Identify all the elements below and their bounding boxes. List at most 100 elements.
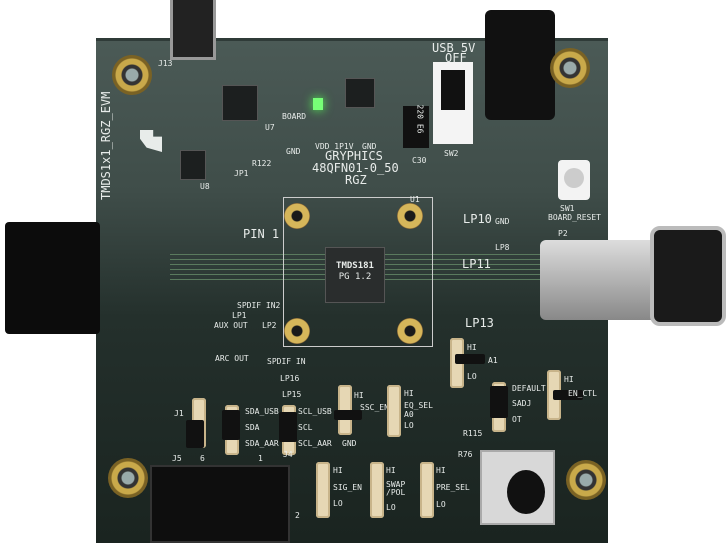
tp-lp10: LP10 xyxy=(463,212,492,226)
j11-label: PRE_SEL xyxy=(436,483,470,492)
tp-lp11: LP11 xyxy=(462,257,491,271)
connector-j5 xyxy=(150,465,290,543)
p2-label: P2 xyxy=(558,229,568,238)
j9-label: HI xyxy=(333,466,343,475)
j13-label: J13 xyxy=(158,59,173,68)
j4-label: SCL_AAR xyxy=(298,439,332,448)
j2-label: SSC_EN xyxy=(360,403,389,412)
status-led xyxy=(313,98,323,110)
pin1-label: PIN 1 xyxy=(243,227,280,241)
u7-label: U7 xyxy=(265,123,275,132)
arc-out-label: ARC OUT xyxy=(215,354,249,363)
inductor xyxy=(403,106,429,148)
j1-label: J1 xyxy=(174,409,184,418)
usb-5v-label: USB 5V xyxy=(432,41,476,55)
socket-frame xyxy=(283,197,433,347)
j2-label: HI xyxy=(354,391,364,400)
mounting-hole xyxy=(550,48,590,88)
j7-label: HI xyxy=(467,343,477,352)
socket-pad xyxy=(397,318,423,344)
j10-label: HI xyxy=(386,466,396,475)
j12-label: LO xyxy=(404,421,414,430)
r122-label: R122 xyxy=(252,159,272,168)
j12-label: HI xyxy=(404,389,414,398)
tp-gnd: GND xyxy=(495,217,510,226)
jumper-j10[interactable] xyxy=(370,462,384,518)
jumper-j12[interactable] xyxy=(387,385,401,437)
j7-label: A1 xyxy=(488,356,498,365)
tp-gnd: GND xyxy=(362,142,377,151)
r115-label: R115 xyxy=(463,429,483,438)
jumper-cap xyxy=(455,354,485,364)
c30-label: C30 xyxy=(412,156,427,165)
j14-label: EN_CTL xyxy=(568,389,597,398)
jumper-cap xyxy=(186,420,204,448)
socket-pad xyxy=(397,203,423,229)
jumper-cap xyxy=(490,386,508,418)
potentiometer-r76[interactable] xyxy=(480,450,555,525)
jumper-j11[interactable] xyxy=(420,462,434,518)
board-reset-label: BOARD_RESET xyxy=(548,213,601,222)
j4-label: SCL xyxy=(298,423,313,432)
tp-lp2: LP2 xyxy=(262,321,277,330)
usb-connector-j13 xyxy=(170,0,216,60)
chip-u4 xyxy=(345,78,375,108)
j10-label: LO xyxy=(386,503,396,512)
tp-lp1: LP1 xyxy=(232,311,247,320)
j9-label: SIG_EN xyxy=(333,483,362,492)
j2-label: GND xyxy=(342,439,357,448)
chip-marking: TMDS181 xyxy=(336,261,374,271)
j5-label: J5 xyxy=(172,454,182,463)
j11-label: LO xyxy=(436,500,446,509)
reset-button-sw1[interactable] xyxy=(558,160,590,200)
j7-label: LO xyxy=(467,372,477,381)
socket-pad xyxy=(284,203,310,229)
jumper-cap xyxy=(553,390,583,400)
chip-marking: PG 1.2 xyxy=(338,272,372,282)
off-label: OFF xyxy=(445,51,467,65)
j14-label: HI xyxy=(564,375,574,384)
power-switch-sw2[interactable] xyxy=(433,62,473,144)
chip-u8 xyxy=(180,150,206,180)
board-name: TMDS1x1_RGZ_EVM xyxy=(99,91,113,200)
u8-label: U8 xyxy=(200,182,210,191)
tmds181-chip: TMDS181 PG 1.2 xyxy=(325,247,385,303)
hdmi-connector-p2 xyxy=(540,240,660,320)
jp1-label: JP1 xyxy=(234,169,249,178)
j8-label: DEFAULT xyxy=(512,384,546,393)
dc-power-jack xyxy=(485,10,555,120)
tp-lp15: LP15 xyxy=(282,390,302,399)
jumper-j9[interactable] xyxy=(316,462,330,518)
tp-board: BOARD xyxy=(282,112,307,121)
jumper-cap xyxy=(279,412,297,442)
j5-pin: 6 xyxy=(200,454,205,463)
tp-vdd: VDD_1P1V xyxy=(315,142,354,151)
tp-lp16: LP16 xyxy=(280,374,300,383)
j4-label: SCL_USB xyxy=(298,407,332,416)
socket-pad xyxy=(284,318,310,344)
tp-gnd: GND xyxy=(286,147,301,156)
j5-pin: 2 xyxy=(295,511,300,520)
j3-label: SDA_AAR xyxy=(245,439,279,448)
j4-id: J4 xyxy=(283,450,293,459)
spdif-in-label: SPDIF IN xyxy=(267,357,306,366)
left-cable xyxy=(5,222,100,334)
j9-label: LO xyxy=(333,499,343,508)
j12-label: A0 xyxy=(404,410,414,419)
mounting-hole xyxy=(108,458,148,498)
j3-label: SDA_USB xyxy=(245,407,279,416)
tp-lp8: LP8 xyxy=(495,243,510,252)
j8-label: SADJ xyxy=(512,399,532,408)
chip-u7 xyxy=(222,85,258,121)
socket-label: GRYPHICS xyxy=(325,149,383,163)
mounting-hole xyxy=(112,55,152,95)
r76-label: R76 xyxy=(458,450,473,459)
jumper-cap xyxy=(334,410,362,420)
j3-label: SDA xyxy=(245,423,260,432)
tp-lp13: LP13 xyxy=(465,316,494,330)
j5-pin: 1 xyxy=(258,454,263,463)
j10-label: SWAP /POL xyxy=(386,480,406,497)
socket-label: 48QFN01-0_50 xyxy=(312,161,399,175)
inductor-label: 220 E6 xyxy=(415,104,425,134)
sw2-label: SW2 xyxy=(444,149,459,158)
